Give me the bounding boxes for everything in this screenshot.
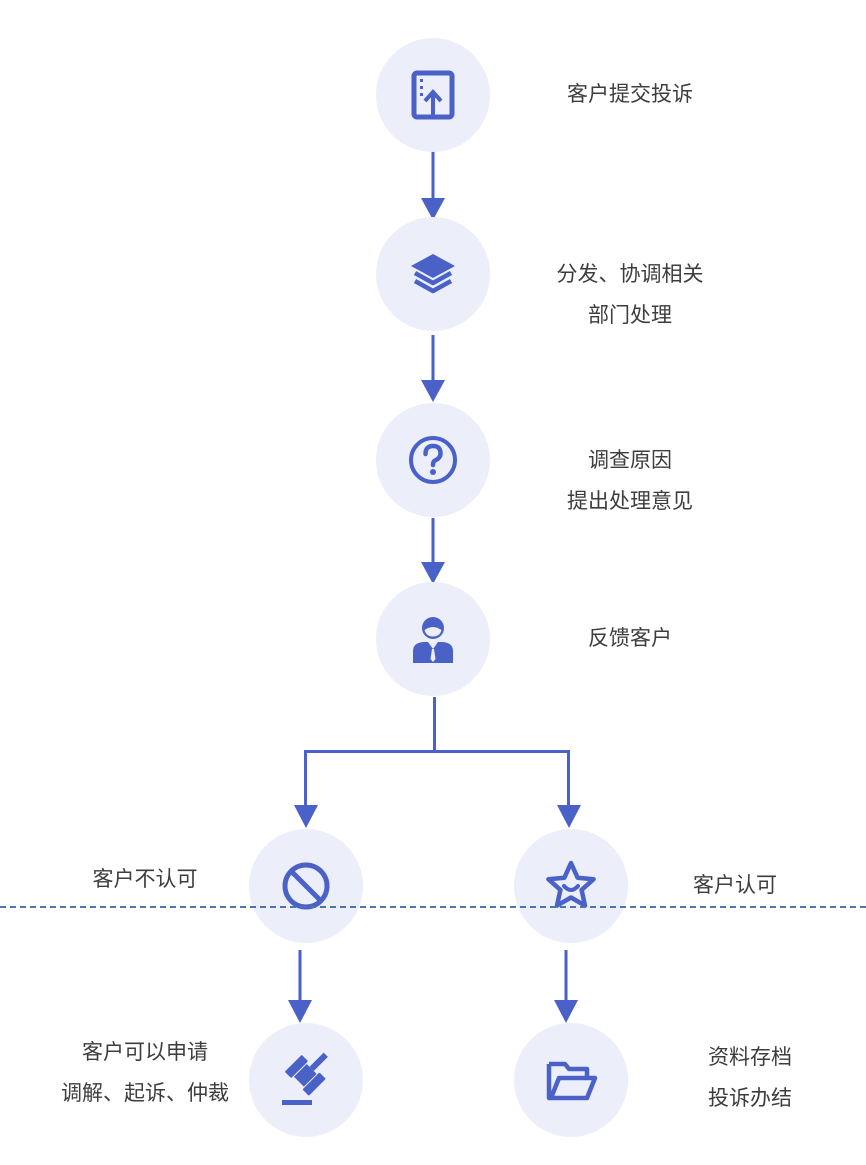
smiling-star-icon xyxy=(546,860,596,908)
arrow-shaft-2 xyxy=(431,335,435,383)
step-label-line: 分发、协调相关 xyxy=(556,262,704,286)
outcome-node-accept xyxy=(514,1023,628,1137)
step-node-dispatch xyxy=(376,217,490,331)
outcome-label-line: 客户可以申请 xyxy=(82,1040,208,1064)
question-icon xyxy=(409,436,457,484)
step-label-dispatch: 分发、协调相关 部门处理 xyxy=(530,254,730,336)
step-label-investigate: 调查原因 提出处理意见 xyxy=(530,440,730,522)
outcome-label-line: 资料存档 xyxy=(708,1045,792,1069)
step-node-feedback xyxy=(376,582,490,696)
split-stem xyxy=(433,697,436,753)
step-label-line: 反馈客户 xyxy=(588,626,672,650)
branch-node-accept xyxy=(514,829,628,943)
step-label-line: 部门处理 xyxy=(588,303,672,327)
arrow-head-3 xyxy=(421,562,445,584)
outcome-label-line: 调解、起诉、仲裁 xyxy=(61,1081,229,1105)
arrow-shaft-3 xyxy=(431,518,435,564)
gavel-icon xyxy=(282,1052,328,1105)
outcome-label-reject: 客户可以申请 调解、起诉、仲裁 xyxy=(45,1032,245,1114)
arrow-head-1 xyxy=(421,198,445,220)
branch-node-reject xyxy=(249,829,363,943)
branch-label-accept: 客户认可 xyxy=(680,865,790,906)
step-node-submit xyxy=(376,38,490,152)
arrow-head-reject xyxy=(288,1000,312,1023)
branch-label-reject: 客户不认可 xyxy=(70,859,220,900)
arrow-shaft-1 xyxy=(431,150,435,200)
branch-label-line: 客户不认可 xyxy=(92,867,198,891)
outcome-label-line: 投诉办结 xyxy=(708,1086,792,1110)
step-label-line: 提出处理意见 xyxy=(567,489,693,513)
arrow-head-2 xyxy=(421,380,445,402)
step-label-line: 调查原因 xyxy=(588,448,672,472)
outcome-label-accept: 资料存档 投诉办结 xyxy=(680,1037,820,1119)
customer-service-person-icon xyxy=(413,617,453,663)
split-left-drop xyxy=(304,750,307,808)
divider-line xyxy=(0,906,866,908)
branch-label-line: 客户认可 xyxy=(693,873,777,897)
split-right-drop xyxy=(567,750,570,808)
arrow-shaft-accept xyxy=(564,950,568,1002)
step-label-feedback: 反馈客户 xyxy=(530,618,730,659)
split-left-head xyxy=(294,805,318,828)
layers-icon xyxy=(411,254,455,294)
split-right-head xyxy=(557,805,581,828)
step-label-line: 客户提交投诉 xyxy=(567,82,693,106)
arrow-head-accept xyxy=(554,1000,578,1023)
upload-document-icon xyxy=(411,70,455,120)
folder-open-icon xyxy=(546,1061,598,1101)
step-label-submit: 客户提交投诉 xyxy=(530,74,730,115)
outcome-node-reject xyxy=(249,1023,363,1137)
split-bar xyxy=(304,750,570,753)
step-node-investigate xyxy=(376,403,490,517)
arrow-shaft-reject xyxy=(298,950,302,1002)
